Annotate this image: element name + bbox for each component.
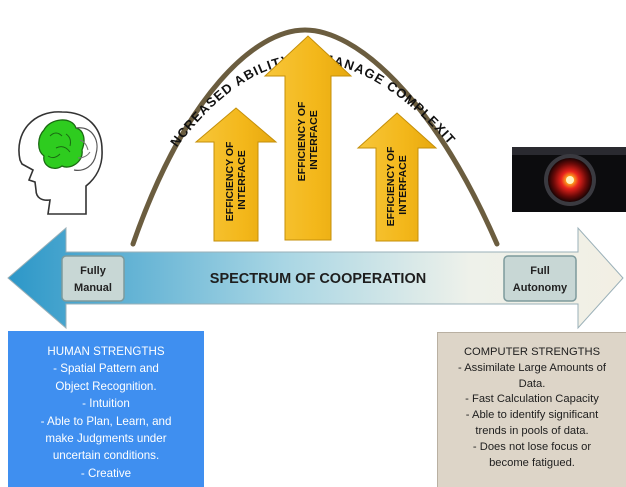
arrow-right-label-1: EFFICIENCY OF xyxy=(385,146,397,226)
full-autonomy-box: Full Autonomy xyxy=(503,255,577,302)
computer-strength-line: trends in pools of data. xyxy=(475,424,589,437)
human-strengths-box: HUMAN STRENGTHS - Spatial Pattern and Ob… xyxy=(8,331,204,487)
computer-strength-line: - Does not lose focus or xyxy=(472,440,592,453)
computer-red-eye-icon xyxy=(512,147,626,212)
human-strength-line: Object Recognition. xyxy=(55,379,157,393)
arrow-right-label-2: INTERFACE xyxy=(397,155,409,215)
computer-strength-line: - Assimilate Large Amounts of xyxy=(458,361,606,374)
human-strength-line: - Intuition xyxy=(82,397,130,411)
complexity-arc xyxy=(130,27,500,247)
full-autonomy-line1: Full xyxy=(530,265,550,277)
spectrum-title: SPECTRUM OF COOPERATION xyxy=(210,271,426,287)
svg-text:EFFICIENCY OF INTERFACE: EFFICIENCY OF INTERFACE xyxy=(385,144,409,227)
arrow-center-label-1: EFFICIENCY OF xyxy=(296,101,308,181)
human-strength-line: - Able to Plan, Learn, and xyxy=(40,414,172,428)
human-strength-line: - Spatial Pattern and xyxy=(53,362,159,376)
fully-manual-line2: Manual xyxy=(74,282,112,294)
computer-strength-line: become fatigued. xyxy=(489,456,575,469)
computer-strengths-box: COMPUTER STRENGTHS - Assimilate Large Am… xyxy=(437,332,626,487)
computer-strength-line: - Able to identify significant xyxy=(465,409,599,422)
efficiency-arrow-right: EFFICIENCY OF INTERFACE xyxy=(356,112,438,242)
fully-manual-line1: Fully xyxy=(80,265,107,277)
efficiency-arrow-center: EFFICIENCY OF INTERFACE xyxy=(263,35,353,241)
computer-strength-line: - Fast Calculation Capacity xyxy=(465,393,599,406)
arrow-left-label-2: INTERFACE xyxy=(236,150,248,210)
full-autonomy-line2: Autonomy xyxy=(513,282,568,294)
fully-manual-box: Fully Manual xyxy=(61,255,125,302)
human-strength-line: uncertain conditions. xyxy=(52,449,160,463)
human-brain-icon xyxy=(18,111,103,215)
arrow-center-label-2: INTERFACE xyxy=(308,110,320,170)
human-strength-line: make Judgments under xyxy=(45,432,167,446)
human-strength-line: - Creative xyxy=(80,466,132,480)
svg-text:EFFICIENCY OF INTERFACE: EFFICIENCY OF INTERFACE xyxy=(296,99,320,182)
spectrum-arrow: SPECTRUM OF COOPERATION xyxy=(7,226,624,330)
arrow-left-label-1: EFFICIENCY OF xyxy=(224,141,236,221)
human-strengths-heading: HUMAN STRENGTHS xyxy=(47,345,165,358)
efficiency-arrow-left: EFFICIENCY OF INTERFACE xyxy=(194,107,278,242)
svg-text:EFFICIENCY OF INTERFACE: EFFICIENCY OF INTERFACE xyxy=(224,139,248,222)
computer-strength-line: Data. xyxy=(518,377,546,390)
computer-strengths-heading: COMPUTER STRENGTHS xyxy=(463,346,601,358)
